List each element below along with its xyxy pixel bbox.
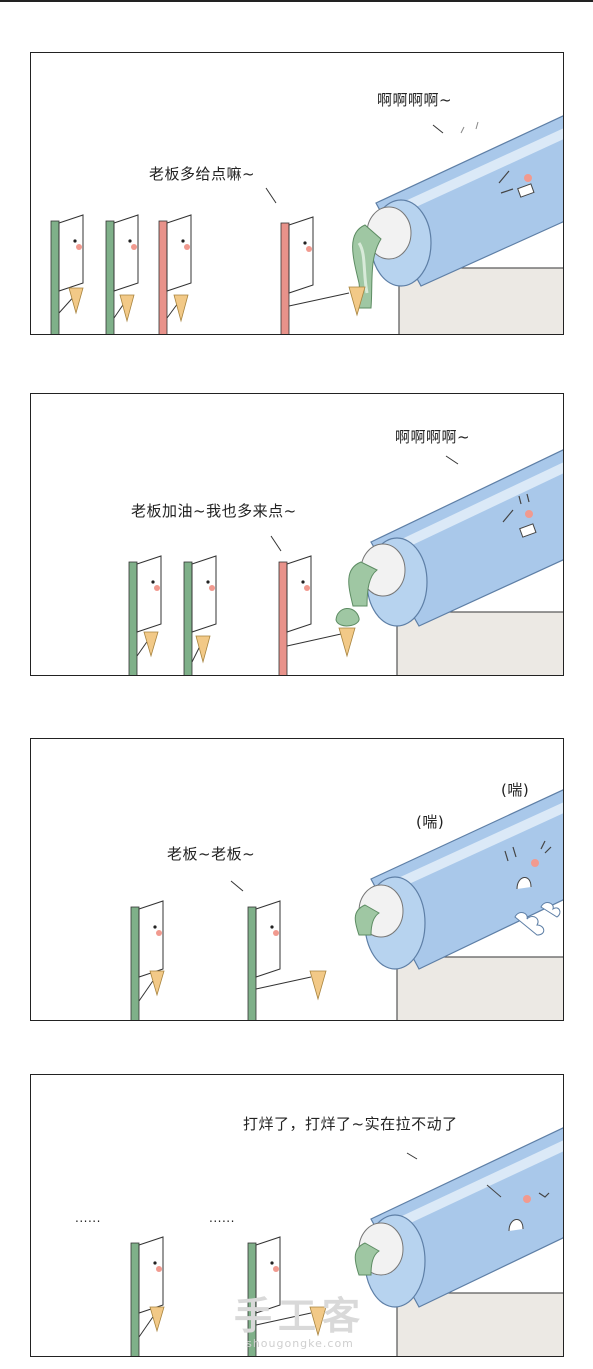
character-3 — [278, 555, 356, 675]
dots-character-1: ...... — [75, 1211, 101, 1225]
panel-1-illustration — [50, 115, 563, 334]
character-3 — [158, 214, 192, 334]
panel-3-illustration — [130, 789, 563, 1020]
speech-bubble-customer: 老板~老板~ — [167, 845, 256, 863]
speech-bubble-closing: 打烊了，打烊了~实在拉不动了 — [243, 1115, 458, 1133]
dots-character-2: ...... — [209, 1211, 235, 1225]
comic-panel-4: 打烊了，打烊了~实在拉不动了 ...... ...... — [30, 1074, 564, 1357]
speech-bubble-panting-1: (喘) — [416, 813, 445, 831]
ice-cream-scoop — [335, 608, 360, 627]
character-1 — [128, 555, 162, 675]
toothpaste-tube — [366, 115, 563, 287]
speech-bubble-customer: 老板多给点嘛~ — [149, 165, 256, 183]
counter — [396, 956, 563, 1020]
character-2 — [247, 1236, 327, 1356]
character-4 — [280, 216, 366, 334]
character-2 — [183, 555, 217, 675]
character-1 — [130, 900, 165, 1020]
toothpaste-tube — [358, 789, 563, 970]
speech-bubble-scream: 啊啊啊啊~ — [377, 91, 453, 109]
character-1 — [130, 1236, 165, 1356]
character-2 — [247, 900, 327, 1020]
top-border-line — [0, 0, 593, 2]
speech-bubble-customer: 老板加油~我也多来点~ — [131, 502, 297, 520]
comic-panel-2: 啊啊啊啊~ 老板加油~我也多来点~ — [30, 393, 564, 676]
ice-cream-flow — [348, 561, 378, 607]
speech-bubble-panting-2: (喘) — [501, 781, 530, 799]
toothpaste-tube — [358, 1127, 563, 1308]
comic-panel-1: 啊啊啊啊~ 老板多给点嘛~ — [30, 52, 564, 335]
character-1 — [50, 214, 84, 334]
panel-4-illustration — [130, 1127, 563, 1356]
speech-bubble-scream: 啊啊啊啊~ — [395, 428, 471, 446]
toothpaste-tube — [360, 449, 563, 627]
comic-panel-3: (喘) (喘) 老板~老板~ — [30, 738, 564, 1021]
ice-cream-flow — [354, 904, 380, 936]
panel-2-illustration — [128, 449, 563, 675]
character-2 — [105, 214, 139, 334]
ice-cream-flow — [354, 1242, 380, 1276]
